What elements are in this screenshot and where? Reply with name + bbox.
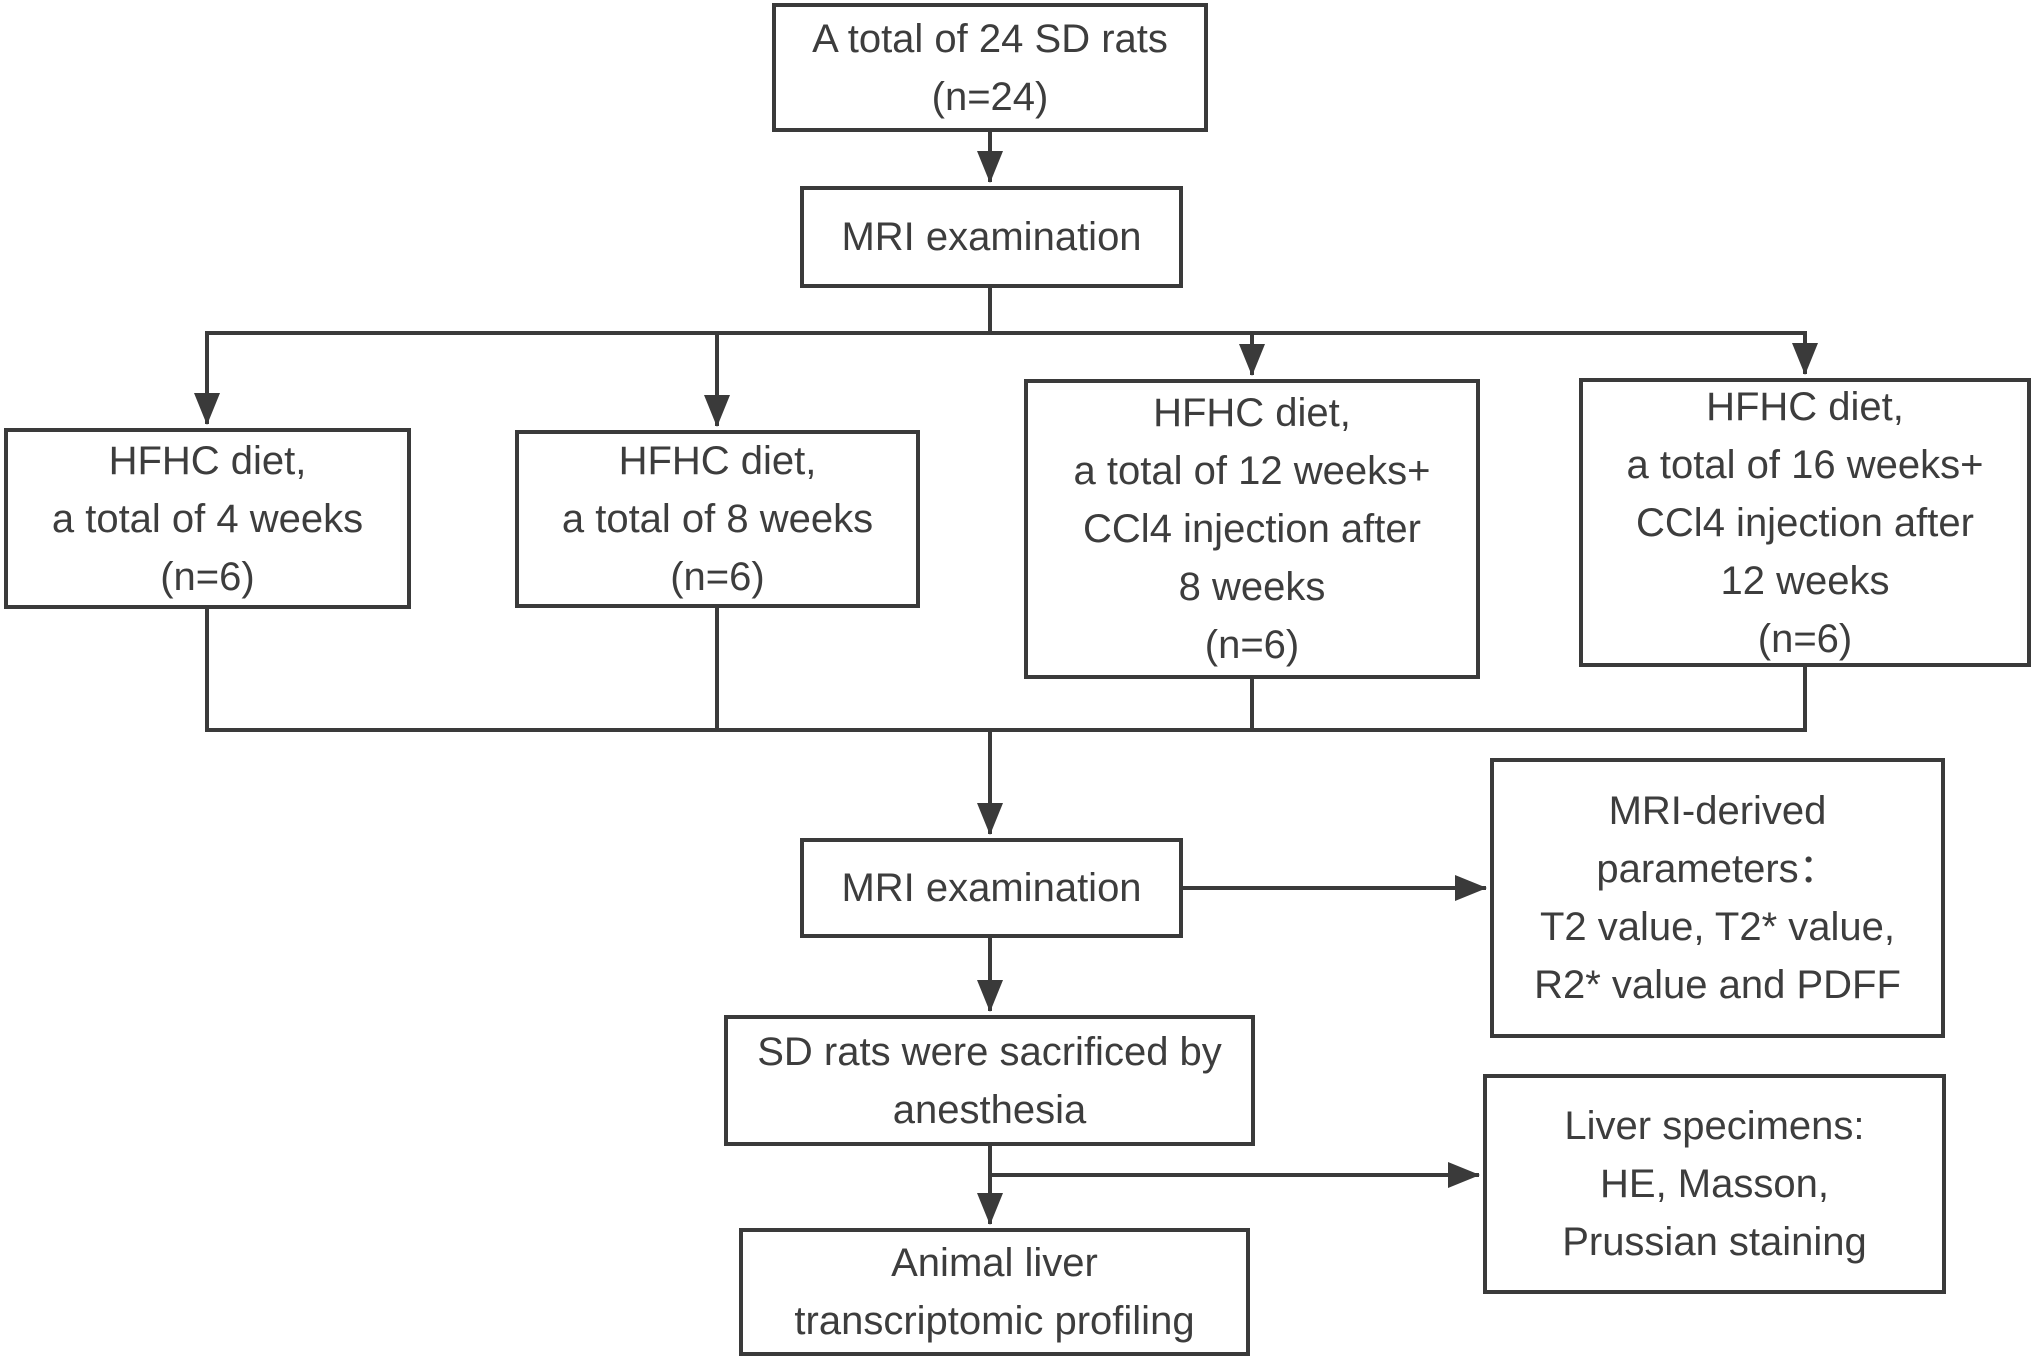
node-mri-derived-parameters-label: MRI-derived parameters： T2 value, T2* va… — [1534, 789, 1901, 1007]
node-group-16-weeks-ccl4: HFHC diet, a total of 16 weeks+ CCl4 inj… — [1579, 378, 2031, 667]
node-mri-examination-2-label: MRI examination — [841, 866, 1142, 910]
node-group-12-weeks-ccl4-label: HFHC diet, a total of 12 weeks+ CCl4 inj… — [1073, 391, 1431, 667]
node-transcriptomic-profiling-label: Animal liver transcriptomic profiling — [794, 1241, 1195, 1343]
node-mri-derived-parameters: MRI-derived parameters： T2 value, T2* va… — [1490, 758, 1945, 1038]
node-liver-specimens-label: Liver specimens: HE, Masson, Prussian st… — [1562, 1104, 1867, 1264]
node-total-rats: A total of 24 SD rats (n=24) — [772, 3, 1208, 132]
node-group-8-weeks-label: HFHC diet, a total of 8 weeks (n=6) — [561, 439, 874, 599]
node-transcriptomic-profiling: Animal liver transcriptomic profiling — [739, 1228, 1250, 1356]
node-group-12-weeks-ccl4: HFHC diet, a total of 12 weeks+ CCl4 inj… — [1024, 379, 1480, 679]
node-group-8-weeks: HFHC diet, a total of 8 weeks (n=6) — [515, 430, 920, 608]
node-mri-examination-1: MRI examination — [800, 186, 1183, 288]
node-mri-examination-1-label: MRI examination — [841, 215, 1142, 259]
node-group-16-weeks-ccl4-label: HFHC diet, a total of 16 weeks+ CCl4 inj… — [1626, 384, 1984, 661]
node-sacrificed: SD rats were sacrificed by anesthesia — [724, 1015, 1255, 1146]
node-mri-examination-2: MRI examination — [800, 838, 1183, 938]
node-group-4-weeks: HFHC diet, a total of 4 weeks (n=6) — [4, 428, 411, 609]
node-sacrificed-label: SD rats were sacrificed by anesthesia — [757, 1029, 1222, 1132]
node-group-4-weeks-label: HFHC diet, a total of 4 weeks (n=6) — [51, 438, 364, 599]
node-liver-specimens: Liver specimens: HE, Masson, Prussian st… — [1483, 1074, 1946, 1294]
node-total-rats-label: A total of 24 SD rats (n=24) — [812, 16, 1168, 119]
